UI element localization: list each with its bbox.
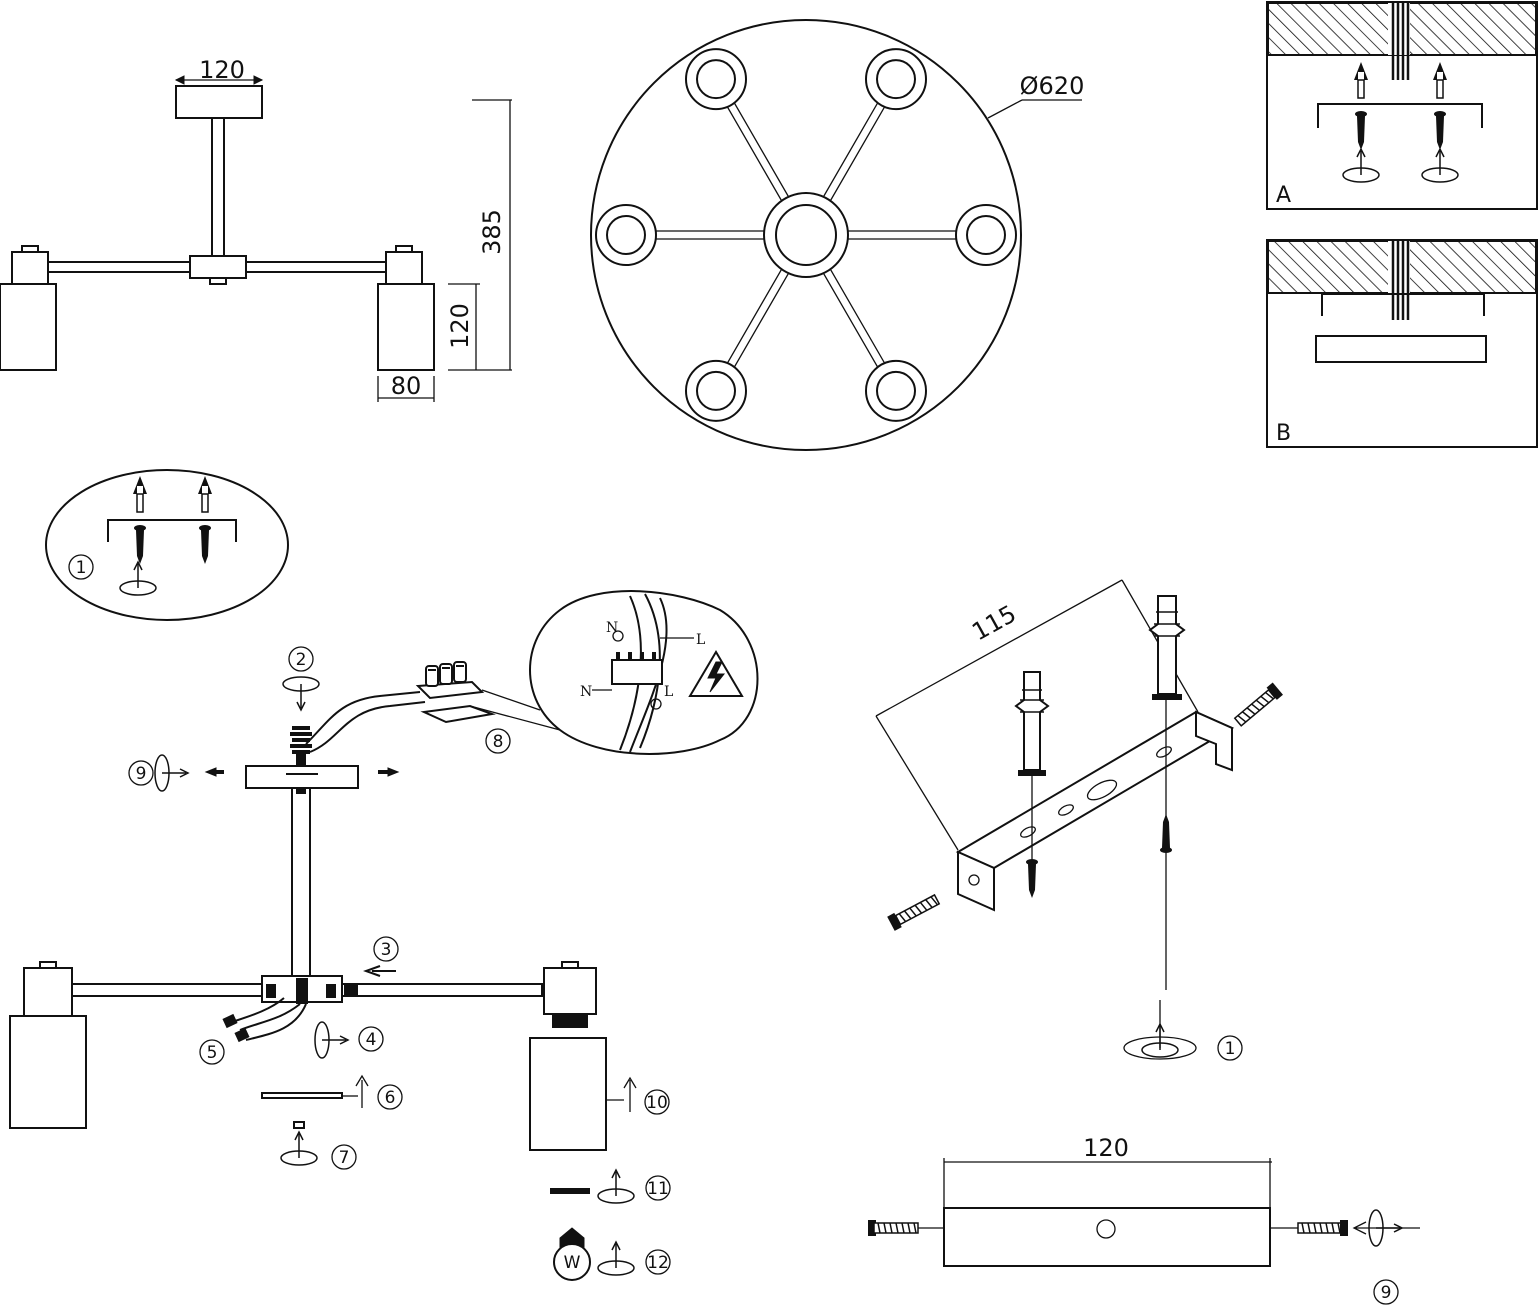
screw-icon — [868, 1220, 919, 1236]
step-9-number: 9 — [136, 764, 147, 784]
rotate-arrow-icon — [314, 1021, 349, 1059]
rotate-arrow-icon — [1342, 148, 1380, 183]
panel-a-label: A — [1276, 183, 1291, 208]
plan-lamp-inner — [876, 59, 916, 100]
socket-right — [385, 251, 423, 285]
step-1-bubble: 1 — [45, 469, 289, 621]
shade-left — [0, 283, 57, 371]
canopy — [175, 85, 263, 119]
plan-lamp-inner — [966, 215, 1006, 255]
wall-plug-icon — [1432, 61, 1448, 99]
panel-b: B — [1266, 239, 1538, 448]
step-5-number: 5 — [207, 1043, 218, 1063]
wiring-label-neutral-bottom: N — [580, 684, 592, 700]
screw-icon — [1355, 111, 1367, 150]
bracket-isometric: 115 — [875, 579, 1283, 1061]
screw-icon — [1234, 682, 1283, 727]
arm-right — [245, 261, 391, 273]
rotate-arrow-icon — [1421, 148, 1459, 183]
hub — [189, 255, 247, 279]
stem — [211, 117, 225, 259]
wiring-label-neutral-top: N — [606, 620, 618, 636]
bracket-step-9-number: 9 — [1381, 1283, 1392, 1303]
panel-a: A — [1266, 1, 1538, 210]
shade-right — [529, 1037, 607, 1151]
socket-right — [543, 967, 597, 1015]
arm-left — [45, 261, 191, 273]
dim-total-height: 385 — [478, 209, 506, 255]
canopy-plate — [1315, 335, 1487, 363]
step-3-number: 3 — [381, 940, 392, 960]
socket-left — [11, 251, 49, 285]
screw-icon — [199, 525, 211, 564]
light-bulb-icon: W — [553, 1227, 591, 1281]
rotate-arrow-icon — [119, 561, 157, 596]
step-4-number: 4 — [366, 1030, 377, 1050]
mounting-bracket — [943, 1207, 1271, 1267]
panel-b-label: B — [1276, 421, 1291, 446]
wall-plug-icon — [1148, 595, 1186, 700]
wiring-label-live-bottom: L — [664, 684, 673, 700]
wall-plug-icon — [1014, 671, 1050, 776]
rotate-arrow-icon — [154, 754, 189, 792]
plan-lamp-inner — [696, 59, 736, 100]
socket-left — [23, 967, 73, 1017]
wall-plug-icon — [197, 475, 213, 513]
screw-icon — [1434, 111, 1446, 150]
dim-canopy-width: 120 — [199, 56, 245, 84]
step-8-number: 8 — [493, 732, 504, 752]
high-voltage-warning-icon — [688, 650, 744, 697]
center-hub-inner — [775, 204, 837, 266]
step-10-number: 10 — [646, 1093, 668, 1113]
bracket-step-1-number: 1 — [1225, 1039, 1236, 1059]
rotate-arrow-icon — [597, 1241, 635, 1276]
step-12-number: 12 — [647, 1253, 669, 1273]
wall-plug-icon — [132, 475, 148, 513]
screw-icon — [134, 525, 146, 564]
screw-icon — [1160, 814, 1172, 853]
dim-bracket-width: 120 — [1083, 1134, 1129, 1162]
side-elevation: 120 385 120 80 — [0, 56, 512, 402]
outer-diameter-circle — [590, 19, 1022, 451]
plan-lamp-inner — [696, 370, 736, 411]
terminal-block — [415, 661, 496, 724]
step-6-number: 6 — [385, 1088, 396, 1108]
stem — [291, 787, 311, 977]
cover-plate — [261, 1092, 343, 1099]
shade-left — [9, 1015, 87, 1129]
plan-lamp-inner — [606, 215, 646, 255]
rotate-arrow-icon — [280, 1131, 318, 1166]
screw-icon — [887, 894, 940, 931]
wiring-callout: N L N L — [529, 590, 759, 755]
nut — [293, 1121, 305, 1129]
bracket-front: 120 9 — [868, 1134, 1420, 1305]
dim-shade-width: 80 — [391, 372, 422, 400]
plan-view: Ø620 — [590, 19, 1085, 451]
step-7-number: 7 — [339, 1148, 350, 1168]
dim-shade-height: 120 — [446, 303, 474, 349]
rotate-arrow-icon — [597, 1169, 635, 1204]
arm-left — [71, 983, 263, 997]
screw-icon — [1297, 1220, 1348, 1236]
step-2-number: 2 — [296, 650, 307, 670]
dim-diameter: Ø620 — [1020, 72, 1085, 100]
rotate-arrow-icon — [282, 676, 320, 711]
bulb-label: W — [564, 1253, 581, 1273]
shade-right — [377, 283, 435, 371]
arm-right — [341, 983, 543, 997]
wiring-label-live-top: L — [696, 632, 705, 648]
wall-plug-icon — [1353, 61, 1369, 99]
step-11-number: 11 — [647, 1179, 669, 1199]
shade-ring — [550, 1188, 590, 1194]
step-1-number: 1 — [76, 558, 87, 578]
dim-bracket-diagonal: 115 — [967, 600, 1021, 647]
canopy — [245, 765, 359, 789]
screw-icon — [1026, 859, 1038, 898]
main-assembly: 2 8 N L N — [9, 590, 759, 1281]
plan-lamp-inner — [876, 370, 916, 411]
